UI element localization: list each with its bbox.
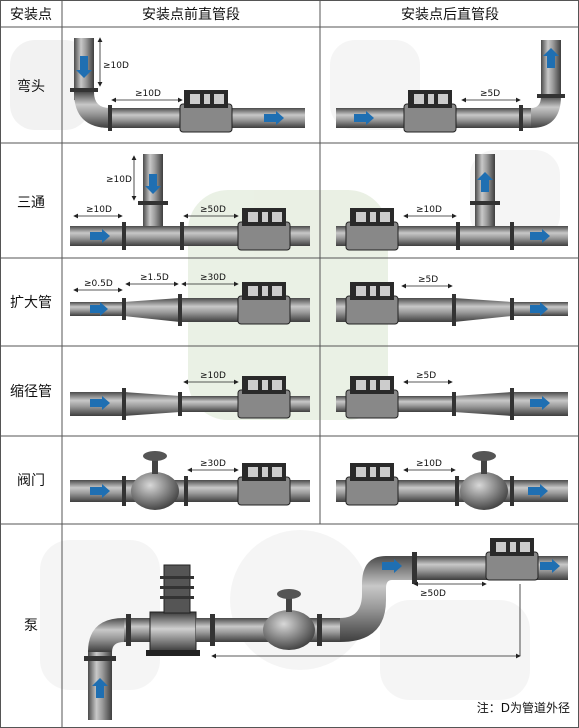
header-install-point: 安装点 <box>10 7 52 23</box>
arrow-icon <box>90 484 110 498</box>
dim-label: ≥10D <box>86 205 112 215</box>
valve-after-diagram: ≥10D <box>336 451 568 510</box>
dim-label: ≥10D <box>106 175 132 185</box>
arrow-icon <box>354 111 374 125</box>
arrow-icon <box>90 229 110 243</box>
dim-label: ≥50D <box>420 589 446 599</box>
flow-meter-icon <box>237 463 291 506</box>
arrow-icon <box>540 559 560 573</box>
flow-meter-icon <box>345 282 399 325</box>
dim-label: ≥30D <box>200 459 226 469</box>
dim-label: ≥10D <box>200 371 226 381</box>
flow-meter-icon <box>345 208 399 251</box>
row-label-pump: 泵 <box>24 618 38 634</box>
row-label-elbow: 弯头 <box>17 78 45 95</box>
dim-label: ≥5D <box>416 371 436 381</box>
arrow-icon <box>543 48 559 68</box>
arrow-icon <box>530 229 550 243</box>
arrow-icon <box>530 302 548 316</box>
arrow-icon <box>530 396 550 410</box>
flow-meter-icon <box>345 463 399 506</box>
dim-label: ≥10D <box>416 205 442 215</box>
flow-meter-icon <box>345 376 399 419</box>
arrow-icon <box>76 56 92 78</box>
dim-label: ≥50D <box>200 205 226 215</box>
flow-meter-icon <box>485 538 539 581</box>
pump-diagram: ≥50D <box>84 538 568 720</box>
arrow-icon <box>90 396 110 410</box>
row-label-tee: 三通 <box>17 195 45 211</box>
arrow-icon <box>477 172 493 192</box>
row-label-valve: 阀门 <box>17 473 45 489</box>
arrow-icon <box>382 559 402 573</box>
valve-before-diagram: ≥30D <box>70 451 310 510</box>
elbow-after-diagram: ≥5D <box>336 40 565 133</box>
flow-meter-icon <box>237 208 291 251</box>
reducer-after-diagram: ≥5D <box>336 371 568 420</box>
row-label-reducer: 缩径管 <box>10 384 52 400</box>
dim-label: ≥5D <box>480 89 500 99</box>
elbow-before-diagram: ≥10D ≥10D <box>70 37 305 133</box>
arrow-icon <box>92 678 108 698</box>
flow-meter-icon <box>237 376 291 419</box>
dim-label: ≥5D <box>418 275 438 285</box>
arrow-icon <box>264 111 284 125</box>
dim-label: ≥30D <box>200 273 226 283</box>
flow-meter-icon <box>237 282 291 325</box>
arrow-icon <box>528 484 548 498</box>
dim-label: ≥10D <box>135 89 161 99</box>
expander-before-diagram: ≥0.5D ≥1.5D ≥30D <box>70 273 310 326</box>
flow-meter-icon <box>403 90 457 133</box>
expander-after-diagram: ≥5D <box>336 275 568 326</box>
dim-label: ≥10D <box>103 61 129 71</box>
footnote: 注：D为管道外径 <box>477 700 570 715</box>
dim-label: ≥0.5D <box>84 279 113 289</box>
flow-meter-icon <box>179 90 233 133</box>
header-before-straight: 安装点前直管段 <box>142 6 240 23</box>
dim-label: ≥1.5D <box>140 273 169 283</box>
arrow-icon <box>145 174 161 194</box>
row-label-expander: 扩大管 <box>10 295 52 311</box>
dim-label: ≥10D <box>416 459 442 469</box>
header-after-straight: 安装点后直管段 <box>401 6 499 23</box>
tee-before-diagram: ≥10D ≥10D ≥50D <box>70 154 310 251</box>
arrow-icon <box>90 302 108 316</box>
tee-after-diagram: ≥10D <box>336 154 568 251</box>
background-decoration <box>10 40 560 700</box>
reducer-before-diagram: ≥10D <box>70 371 310 420</box>
